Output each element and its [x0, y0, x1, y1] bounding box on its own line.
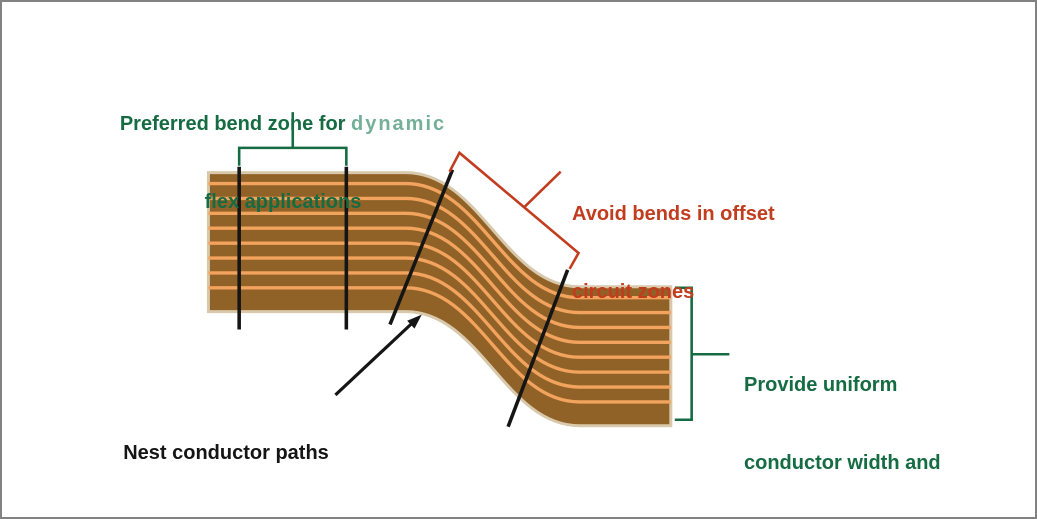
avoid-bends-label-line2: circuit zones — [572, 281, 695, 303]
uniform-runs-label: Provide uniform conductor width and spac… — [744, 320, 974, 517]
uniform-runs-label-line1: Provide uniform — [744, 374, 898, 396]
uniform-runs-label-line2: conductor width and — [744, 452, 941, 474]
avoid-bends-label: Avoid bends in offset circuit zones — [572, 149, 775, 357]
bend-zone-bracket — [237, 112, 348, 166]
bend-zone-label-line1: Preferred bend zone for dynamic — [102, 111, 464, 137]
avoid-bends-bracket — [448, 150, 581, 270]
conductor-trace — [208, 211, 671, 330]
flex-ribbon-body — [206, 171, 673, 428]
conductor-trace — [208, 286, 671, 404]
conductor-traces — [208, 181, 671, 404]
uniform-runs-bracket — [674, 286, 730, 422]
nest-paths-label-line1: Nest conductor paths — [123, 442, 329, 464]
conductor-trace — [208, 271, 671, 389]
avoid-bends-label-line1: Avoid bends in offset — [572, 203, 775, 225]
conductor-trace — [208, 196, 671, 315]
offset-zone-tick-lower — [506, 269, 570, 428]
bend-zone-label-line2: flex applications — [204, 191, 362, 213]
bend-zone-label-highlight: dynamic — [351, 113, 447, 135]
nest-paths-arrow — [334, 314, 422, 397]
conductor-trace — [208, 256, 671, 374]
conductor-trace — [208, 181, 671, 300]
nest-paths-label: Nest conductor paths through offest area… — [106, 388, 346, 517]
offset-zone-tick-upper — [388, 169, 455, 326]
bend-zone-label-text: Preferred bend zone for — [119, 113, 351, 135]
bend-zone-label: Preferred bend zone for dynamic flex app… — [102, 59, 464, 267]
conductor-trace — [208, 226, 671, 345]
conductor-trace — [208, 241, 671, 359]
